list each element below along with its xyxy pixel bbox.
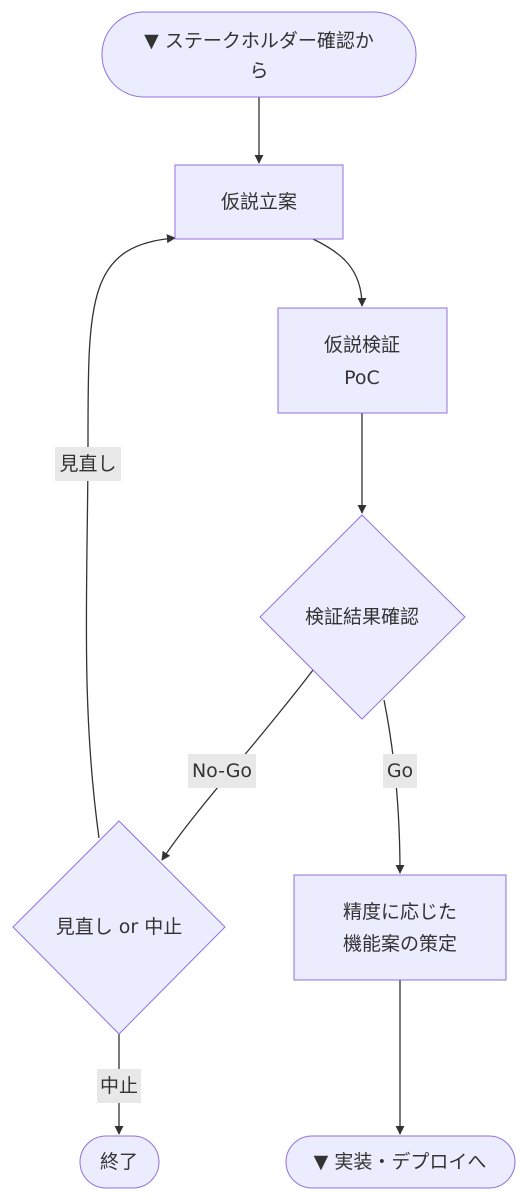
node-start-line-2: ら	[249, 60, 268, 82]
node-strategy-line-2: 機能案の策定	[343, 933, 457, 955]
node-strategy-line-1: 精度に応じた	[343, 901, 457, 923]
edge-label-go: Go	[383, 754, 417, 788]
edge-label-review: 見直し	[55, 447, 121, 481]
node-deploy: ▼ 実装・デプロイへ	[285, 1135, 516, 1189]
edge-review-to-hypothesis	[85, 234, 176, 839]
node-strategy: 精度に応じた 機能案の策定	[293, 874, 507, 981]
node-review-or-stop: 見直し or 中止	[12, 820, 226, 1035]
node-end: 終了	[79, 1135, 160, 1189]
node-hypothesis-label: 仮説立案	[221, 191, 297, 213]
edge-label-stop-text: 中止	[100, 1075, 138, 1097]
node-start: ▼ ステークホルダー確認か ら	[101, 11, 417, 98]
edge-label-go-text: Go	[387, 760, 413, 782]
edge-label-stop: 中止	[97, 1069, 141, 1103]
edge-hypothesis-to-poc	[312, 238, 367, 307]
node-poc: 仮説検証 PoC	[277, 307, 448, 414]
node-deploy-label: ▼ 実装・デプロイへ	[314, 1151, 487, 1173]
node-check-label: 検証結果確認	[305, 606, 419, 628]
node-start-line-1: ▼ ステークホルダー確認か	[144, 30, 374, 52]
node-poc-line-1: 仮説検証	[324, 334, 400, 356]
edge-label-nogo: No-Go	[188, 754, 256, 788]
node-poc-line-2: PoC	[344, 367, 380, 389]
edge-label-review-text: 見直し	[59, 453, 116, 475]
edge-label-nogo-text: No-Go	[192, 760, 252, 782]
node-end-label: 終了	[100, 1151, 138, 1173]
node-review-or-stop-label: 見直し or 中止	[56, 916, 183, 938]
node-check: 検証結果確認	[259, 514, 466, 720]
node-hypothesis: 仮説立案	[174, 164, 344, 240]
